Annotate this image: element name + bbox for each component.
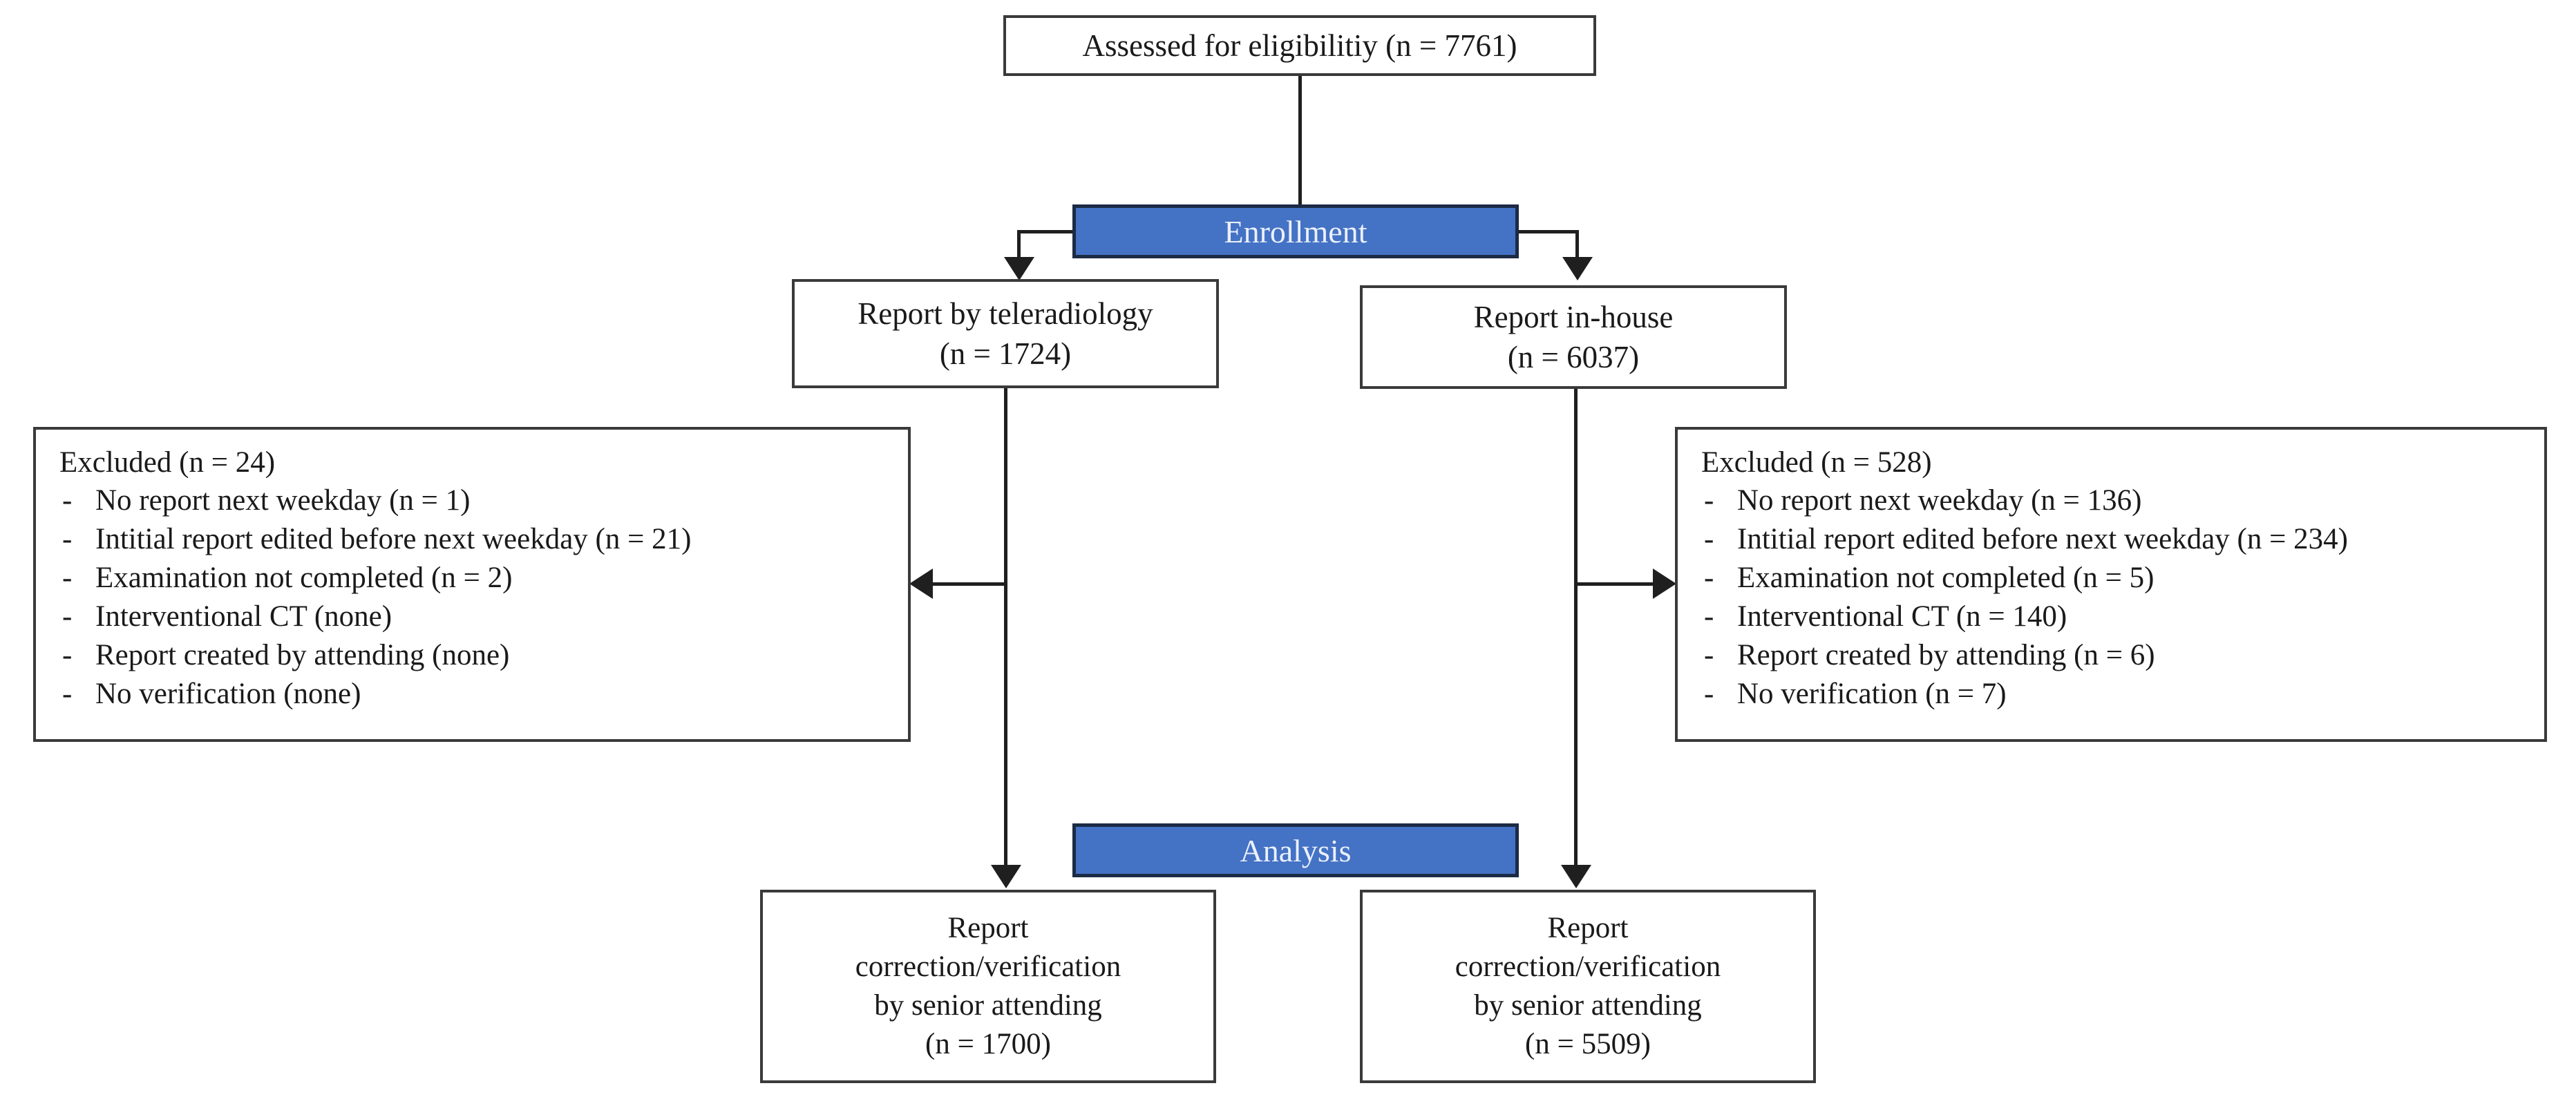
exclusion-left-item-1: Intitial report edited before next weekd… [95,523,692,555]
bottom-left-line3: by senior attending [874,989,1102,1022]
list-item: - Interventional CT (none) [57,602,887,631]
bullet-dash-icon: - [1704,484,1714,517]
arrow-down-to-teleradiology [1004,257,1034,280]
list-item: - No report next weekday (n = 136) [1698,486,2523,515]
bullet-dash-icon: - [62,484,73,517]
bullet-dash-icon: - [1704,523,1714,555]
connector-exclusion-left [926,582,1007,586]
exclusion-left-item-5: No verification (none) [95,678,361,710]
bottom-right-count: (n = 5509) [1525,1027,1651,1060]
bottom-right-line1: Report [1547,912,1629,945]
bullet-dash-icon: - [62,678,73,710]
exclusion-left-item-4: Report created by attending (none) [95,639,510,671]
exclusion-right-item-1: Intitial report edited before next weekd… [1737,523,2348,555]
connector-inhouse-spine [1574,389,1578,865]
connector-split-left-drop [1017,230,1021,273]
exclusion-box-teleradiology: Excluded (n = 24) - No report next weekd… [33,427,911,742]
list-item: - Report created by attending (n = 6) [1698,640,2523,670]
list-item: - No report next weekday (n = 1) [57,486,887,515]
teleradiology-label: Report by teleradiology [858,296,1153,331]
exclusion-box-inhouse: Excluded (n = 528) - No report next week… [1675,427,2547,742]
list-item: - No verification (none) [57,679,887,709]
exclusion-right-item-0: No report next weekday (n = 136) [1737,484,2142,517]
bottom-right-line2: correction/verification [1455,951,1721,984]
inhouse-count: (n = 6037) [1507,340,1640,374]
list-item: - No verification (n = 7) [1698,679,2523,709]
connector-exclusion-right [1574,582,1654,586]
list-item: - Intitial report edited before next wee… [1698,524,2523,554]
node-report-correction-inhouse: Report correction/verification by senior… [1360,890,1816,1083]
connector-assessed-stem [1298,76,1302,232]
list-item: - Report created by attending (none) [57,640,887,670]
bullet-dash-icon: - [1704,639,1714,671]
exclusion-right-title: Excluded (n = 528) [1701,446,1932,479]
bullet-dash-icon: - [1704,678,1714,710]
node-report-correction-teleradiology: Report correction/verification by senior… [760,890,1216,1083]
list-item: - Examination not completed (n = 2) [57,563,887,593]
teleradiology-count: (n = 1724) [939,336,1072,371]
exclusion-right-item-4: Report created by attending (n = 6) [1737,639,2155,671]
exclusion-right-item-2: Examination not completed (n = 5) [1737,562,2154,594]
arrow-right-to-exclusion [1653,569,1676,599]
connector-teleradiology-spine [1004,388,1007,865]
banner-enrollment: Enrollment [1072,204,1519,258]
exclusion-right-list: - No report next weekday (n = 136) - Int… [1698,486,2523,709]
list-item: - Intitial report edited before next wee… [57,524,887,554]
exclusion-right-item-3: Interventional CT (n = 140) [1737,600,2067,633]
exclusion-right-item-5: No verification (n = 7) [1737,678,2007,710]
bottom-left-count: (n = 1700) [925,1027,1051,1060]
arrow-down-to-bottom-left [991,865,1021,888]
arrow-left-to-exclusion [909,569,933,599]
list-item: - Examination not completed (n = 5) [1698,563,2523,593]
bullet-dash-icon: - [62,562,73,594]
bullet-dash-icon: - [1704,600,1714,633]
bullet-dash-icon: - [62,523,73,555]
bottom-left-line2: correction/verification [855,951,1121,984]
banner-analysis: Analysis [1072,823,1519,877]
bottom-right-line3: by senior attending [1474,989,1702,1022]
exclusion-left-title: Excluded (n = 24) [59,446,276,479]
exclusion-left-item-0: No report next weekday (n = 1) [95,484,471,517]
bottom-left-line1: Report [947,912,1029,945]
assessed-text: Assessed for eligibilitiy (n = 7761) [1082,28,1517,63]
node-report-by-teleradiology: Report by teleradiology (n = 1724) [792,279,1219,388]
node-assessed-for-eligibility: Assessed for eligibilitiy (n = 7761) [1003,15,1596,76]
node-report-in-house: Report in-house (n = 6037) [1360,285,1787,389]
banner-analysis-label: Analysis [1240,832,1352,868]
connector-split-right-drop [1575,230,1579,273]
exclusion-left-list: - No report next weekday (n = 1) - Intit… [57,486,887,709]
arrow-down-to-bottom-right [1561,865,1591,888]
exclusion-left-item-2: Examination not completed (n = 2) [95,562,513,594]
bullet-dash-icon: - [62,639,73,671]
banner-enrollment-label: Enrollment [1224,213,1367,249]
bullet-dash-icon: - [1704,562,1714,594]
bullet-dash-icon: - [62,600,73,633]
arrow-down-to-inhouse [1562,257,1593,280]
exclusion-left-item-3: Interventional CT (none) [95,600,392,633]
inhouse-label: Report in-house [1473,299,1674,334]
list-item: - Interventional CT (n = 140) [1698,602,2523,631]
